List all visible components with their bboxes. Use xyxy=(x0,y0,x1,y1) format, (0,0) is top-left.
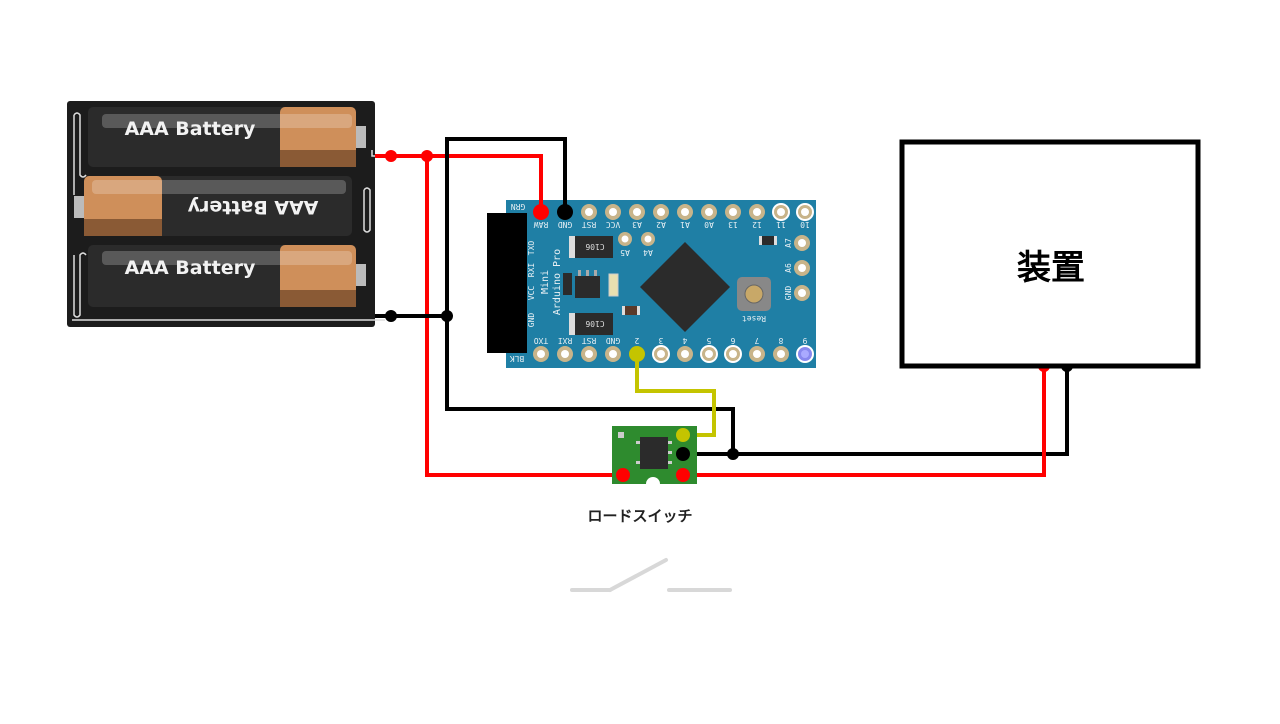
pin-label-rst-b: RST xyxy=(582,336,597,345)
microcontroller-chip xyxy=(640,242,730,332)
pin-label-7: 7 xyxy=(754,336,759,345)
pin-label-vcc: VCC xyxy=(606,220,621,229)
pin-label-raw: RAW xyxy=(534,220,549,229)
device-label: 装置 xyxy=(1017,248,1085,288)
wire-switch-gnd-to-device xyxy=(684,366,1069,456)
battery-holder: AAA Battery AAA Battery AAA Battery xyxy=(67,101,385,327)
pin-label-a2: A2 xyxy=(656,220,666,229)
pin-label-a3: A3 xyxy=(632,220,642,229)
right-pin-column xyxy=(794,235,810,301)
pin-label-8: 8 xyxy=(778,336,783,345)
load-switch-label: ロードスイッチ xyxy=(587,507,693,525)
wires xyxy=(375,137,1069,477)
pin-label-3: 3 xyxy=(658,336,663,345)
pin-label-gnd: GND xyxy=(558,220,573,229)
capacitor-label-2: C106 xyxy=(585,319,604,328)
wire-positive-to-load-switch xyxy=(425,156,622,477)
pin-label-rst: RST xyxy=(582,220,597,229)
wire-signal-d2-to-switch xyxy=(635,354,716,437)
top-pin-row xyxy=(533,203,814,221)
pin-label-rxi: RXI xyxy=(558,336,573,345)
side-label-rxi: RXI xyxy=(527,263,536,278)
device-box xyxy=(899,139,1201,369)
pin-label-2: 2 xyxy=(634,336,639,345)
side-label-vcc: VCC xyxy=(527,286,536,301)
board-name-arduino-pro: Arduino Pro xyxy=(552,249,563,315)
side-label-txo: TXO xyxy=(527,241,536,256)
battery-cell-1: AAA Battery xyxy=(88,107,366,167)
pin-label-a4: A4 xyxy=(643,248,653,257)
reset-label: Reset xyxy=(742,314,766,323)
blk-label: BLK xyxy=(510,354,525,363)
wire-switch-out-to-device xyxy=(684,366,1046,477)
battery-cell-2: AAA Battery xyxy=(74,176,352,236)
pin-label-a7: A7 xyxy=(784,238,793,248)
grn-label: GRN xyxy=(511,202,526,211)
wire-arduino-gnd xyxy=(445,137,735,454)
pin-label-gnd-r: GND xyxy=(784,286,793,301)
pin-label-a0: A0 xyxy=(704,220,714,229)
pin-label-gnd-b: GND xyxy=(606,336,621,345)
pin-label-txo: TXO xyxy=(534,336,549,345)
load-switch-module xyxy=(612,426,697,491)
pin-label-12: 12 xyxy=(752,220,762,229)
pin-label-4: 4 xyxy=(682,336,687,345)
battery-label-3: AAA Battery xyxy=(125,257,256,279)
pin-label-6: 6 xyxy=(730,336,735,345)
battery-cell-3: AAA Battery xyxy=(88,245,366,307)
pin-label-a1: A1 xyxy=(680,220,690,229)
battery-label-1: AAA Battery xyxy=(125,118,256,140)
board-name-mini: Mini xyxy=(540,270,551,294)
battery-label-2: AAA Battery xyxy=(187,196,318,218)
pin-label-a6: A6 xyxy=(784,263,793,273)
capacitor-label-1: C106 xyxy=(585,242,604,251)
pin-label-11: 11 xyxy=(776,220,786,229)
bottom-pin-row xyxy=(533,345,814,363)
pin-label-5: 5 xyxy=(706,336,711,345)
arduino-pro-mini: RAW GND RST VCC A3 A2 A1 A0 13 12 11 10 … xyxy=(487,200,816,368)
side-label-gnd: GND xyxy=(527,313,536,328)
pin-label-10: 10 xyxy=(800,220,810,229)
pin-label-a5: A5 xyxy=(620,248,630,257)
pin-label-13: 13 xyxy=(728,220,738,229)
pin-label-9: 9 xyxy=(802,336,807,345)
switch-symbol xyxy=(570,558,732,592)
